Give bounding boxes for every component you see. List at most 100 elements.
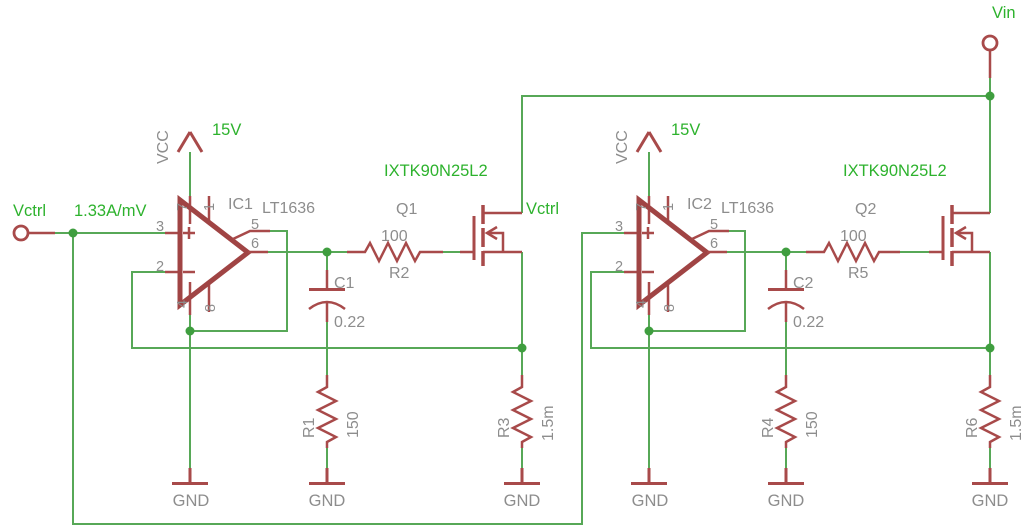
q1-drain-net-label: Vctrl bbox=[526, 200, 559, 218]
r3-resistor bbox=[510, 375, 534, 448]
junction-dots bbox=[68, 91, 995, 353]
c2-name: C2 bbox=[793, 275, 814, 292]
r4-value: 150 bbox=[804, 411, 821, 438]
q1-body-lead bbox=[489, 231, 505, 252]
q2-name: Q2 bbox=[855, 201, 876, 218]
vin-terminal-ring bbox=[981, 34, 999, 52]
r5-name: R5 bbox=[848, 265, 869, 282]
gnd4-label: GND bbox=[632, 492, 669, 510]
ic2-pin7: 7 bbox=[634, 203, 650, 211]
ic1-pin1: 1 bbox=[202, 203, 218, 211]
vin-terminal-label: Vin bbox=[992, 4, 1016, 22]
ic1-pin5: 5 bbox=[251, 217, 259, 233]
gnd6-label: GND bbox=[972, 492, 1009, 510]
wire-bottom-rail bbox=[72, 232, 624, 525]
c1-name: C1 bbox=[334, 275, 355, 292]
vcc1-arrow-icon bbox=[176, 131, 204, 153]
q1-body-arrow-icon bbox=[484, 225, 498, 241]
opamp2-plus-icon bbox=[642, 227, 654, 239]
r1-name: R1 bbox=[301, 417, 318, 438]
junction-c2-out bbox=[781, 247, 791, 257]
wires bbox=[55, 78, 991, 525]
wire-top-rail bbox=[521, 95, 990, 213]
gnd2-label: GND bbox=[309, 492, 346, 510]
terminal-symbols bbox=[12, 34, 999, 242]
q1-name: Q1 bbox=[396, 201, 417, 218]
ic2-pin1: 1 bbox=[661, 203, 677, 211]
gnd5-icon bbox=[768, 468, 804, 485]
gnd3-label: GND bbox=[504, 492, 541, 510]
r6-value: 1.5m bbox=[1008, 405, 1024, 441]
opamp1-plus-icon bbox=[183, 227, 195, 239]
q2-body-lead bbox=[958, 231, 974, 252]
ic2-pin3: 3 bbox=[615, 219, 623, 235]
vcc2-net-label: VCC bbox=[614, 130, 631, 164]
vcc2-arrow-icon bbox=[635, 131, 663, 153]
ic1-pin8: 8 bbox=[203, 304, 219, 312]
ic2-pin5: 5 bbox=[710, 217, 718, 233]
junction-q2-source bbox=[985, 343, 995, 353]
junction-vin bbox=[985, 91, 995, 101]
labels: Vctrl 1.33A/mV Vin 15V 15V IXTK90N25L2 I… bbox=[13, 4, 1024, 510]
ic1-pin2: 2 bbox=[156, 259, 164, 275]
gnd1-label: GND bbox=[173, 492, 210, 510]
r5-value: 100 bbox=[840, 228, 867, 245]
junction-c1-out bbox=[322, 247, 332, 257]
ic1-pin4: 4 bbox=[175, 300, 191, 308]
q1-symbol bbox=[460, 205, 522, 266]
wire-opamp2-pin5-loop bbox=[649, 230, 746, 332]
ic2-name: IC2 bbox=[687, 196, 712, 213]
opamp2-symbol bbox=[624, 194, 729, 315]
r4-resistor bbox=[774, 375, 798, 448]
supply1-label: 15V bbox=[212, 121, 241, 139]
ic1-pin6: 6 bbox=[251, 236, 259, 252]
opamp1-symbol bbox=[165, 194, 270, 315]
r3-name: R3 bbox=[496, 417, 513, 438]
ic2-pin6: 6 bbox=[710, 236, 718, 252]
c2-value: 0.22 bbox=[793, 314, 824, 331]
r1-resistor bbox=[315, 375, 339, 448]
ic1-pin7: 7 bbox=[175, 203, 191, 211]
ic1-part: LT1636 bbox=[262, 200, 315, 217]
gnd4-icon bbox=[631, 468, 667, 485]
opamp1-pin5-link bbox=[232, 229, 270, 241]
c1-value: 0.22 bbox=[334, 314, 365, 331]
r6-name: R6 bbox=[964, 417, 981, 438]
gnd-symbols bbox=[172, 468, 1008, 485]
r2-resistor bbox=[347, 240, 443, 264]
gnd1-icon bbox=[172, 468, 208, 485]
opamp1-triangle bbox=[177, 194, 253, 311]
ic1-pin3: 3 bbox=[156, 219, 164, 235]
junction-vctrl bbox=[68, 228, 78, 238]
ic2-pin8: 8 bbox=[662, 304, 678, 312]
r5-resistor bbox=[806, 240, 900, 264]
r6-resistor bbox=[978, 375, 1002, 448]
ic2-pin2: 2 bbox=[615, 259, 623, 275]
r1-value: 150 bbox=[345, 411, 362, 438]
r3-value: 1.5m bbox=[540, 405, 557, 441]
r2-value: 100 bbox=[381, 228, 408, 245]
ic2-part: LT1636 bbox=[721, 200, 774, 217]
vctrl-terminal-label: Vctrl bbox=[13, 202, 46, 220]
junction-opamp2-pin4 bbox=[644, 326, 654, 336]
q2-symbol bbox=[929, 205, 990, 266]
gain-annotation: 1.33A/mV bbox=[74, 202, 146, 220]
vctrl-terminal-ring bbox=[12, 224, 30, 242]
capacitor-symbols bbox=[308, 270, 805, 322]
gnd3-icon bbox=[504, 468, 540, 485]
gnd2-icon bbox=[309, 468, 345, 485]
wire-opamp1-pin5-loop bbox=[190, 230, 288, 332]
gnd6-icon bbox=[972, 468, 1008, 485]
gnd5-label: GND bbox=[768, 492, 805, 510]
junction-opamp1-pin4 bbox=[185, 326, 195, 336]
opamp2-pin5-link bbox=[691, 229, 729, 241]
q2-part-label: IXTK90N25L2 bbox=[843, 162, 947, 180]
q2-body-arrow-icon bbox=[953, 225, 967, 241]
junction-q1-source bbox=[517, 343, 527, 353]
opamp2-triangle bbox=[636, 194, 712, 311]
vcc1-net-label: VCC bbox=[155, 130, 172, 164]
supply2-label: 15V bbox=[671, 121, 700, 139]
ic1-name: IC1 bbox=[228, 196, 253, 213]
